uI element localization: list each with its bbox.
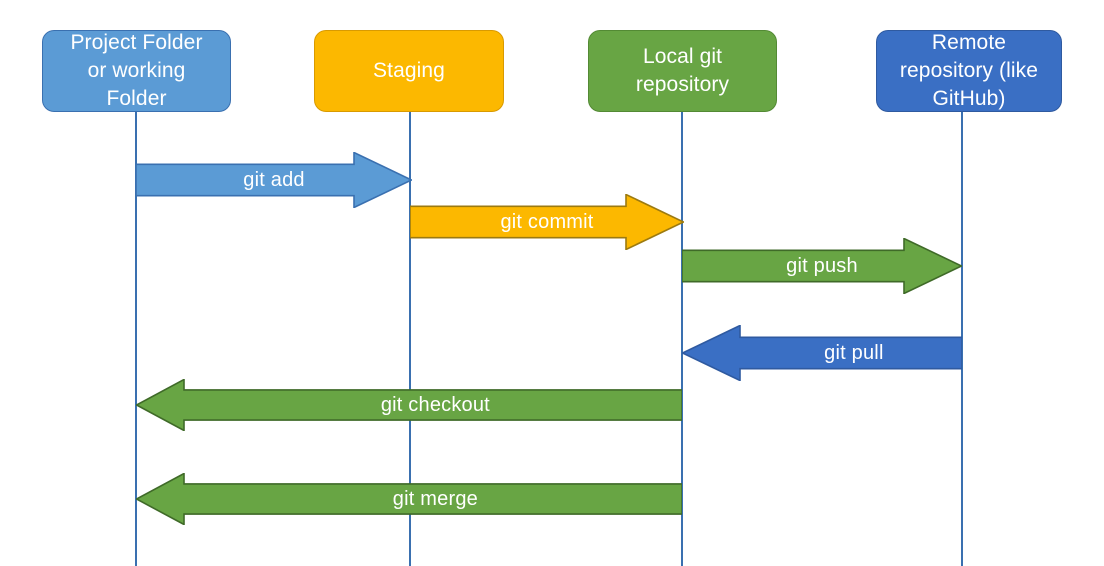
arrow-git-pull: git pull — [682, 325, 962, 381]
node-staging[interactable]: Staging — [314, 30, 504, 112]
arrow-git-merge: git merge — [136, 473, 682, 525]
arrow-git-commit: git commit — [410, 194, 684, 250]
arrow-git-push: git push — [682, 238, 962, 294]
lifeline-local-repo — [681, 112, 683, 566]
arrow-git-add: git add — [136, 152, 412, 208]
lifeline-remote-repo — [961, 112, 963, 566]
node-label-staging: Staging — [373, 59, 445, 82]
arrow-git-checkout: git checkout — [136, 379, 682, 431]
lifeline-staging — [409, 112, 411, 566]
lifeline-working-folder — [135, 112, 137, 566]
